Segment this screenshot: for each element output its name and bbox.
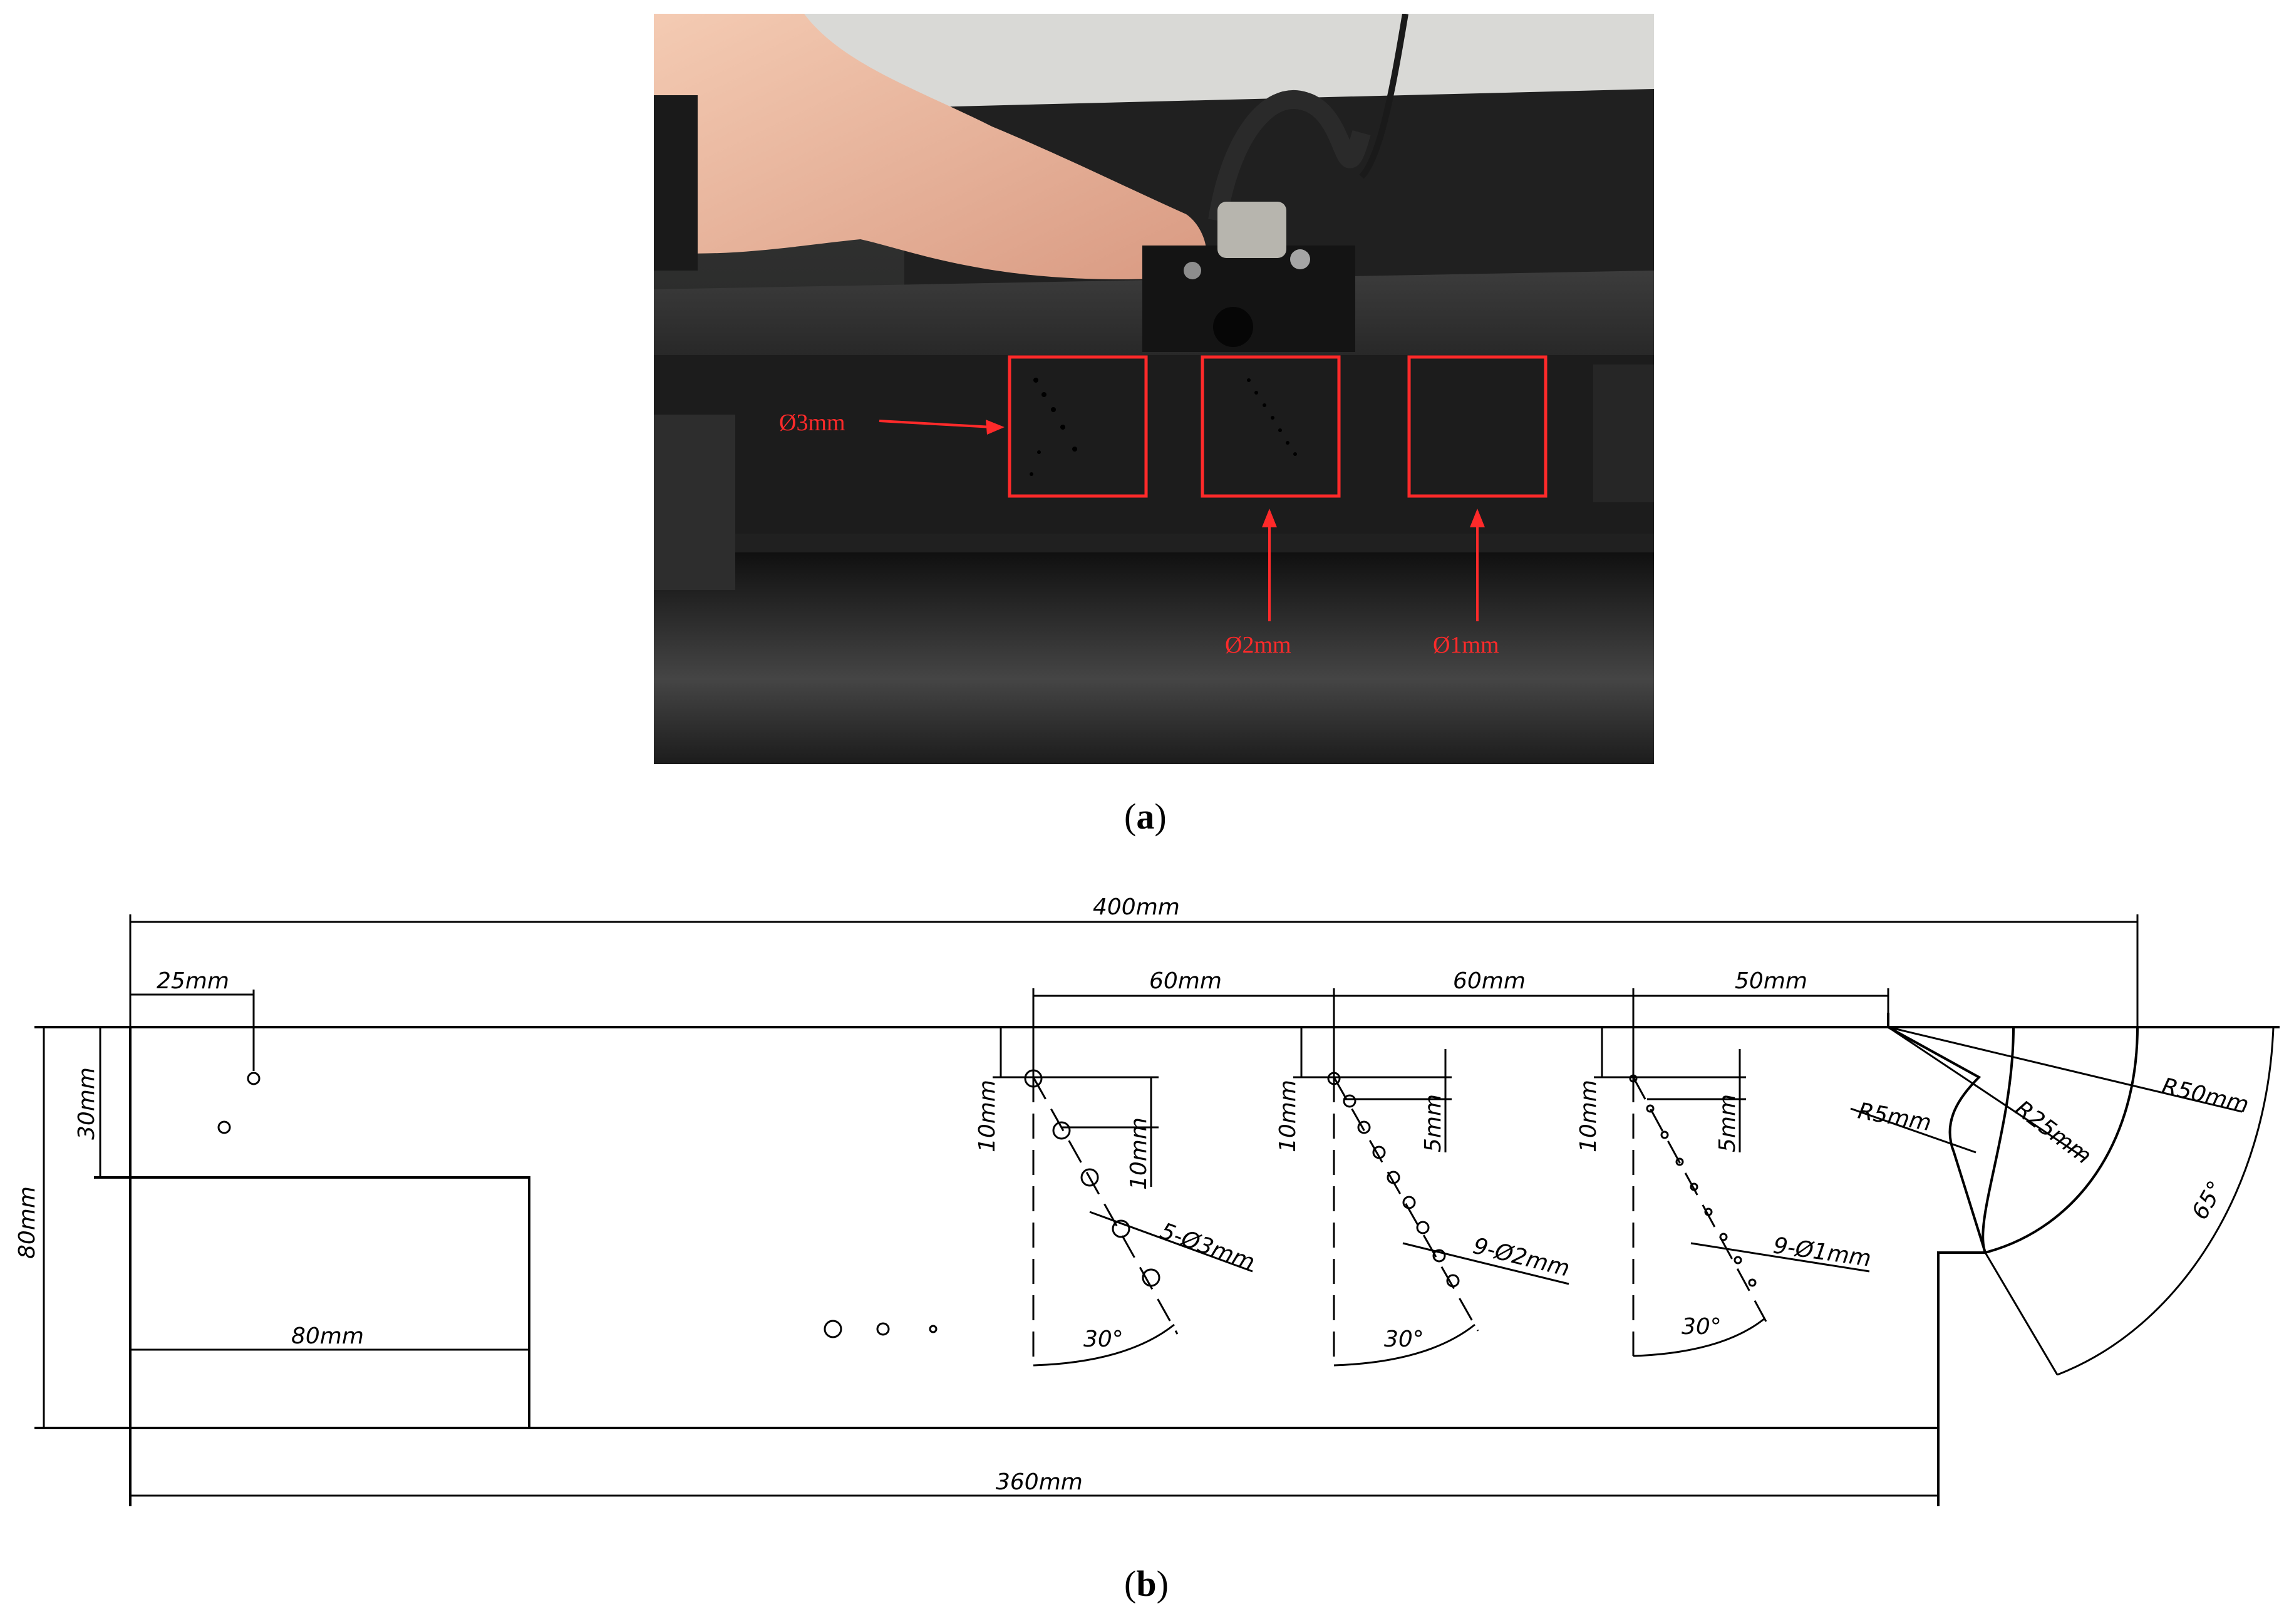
dim-spacing-3: 50mm [1735,968,1807,994]
dim-depth-a: 10mm [974,1080,1000,1152]
caption-b-letter: b [1136,1563,1157,1604]
dimension-lines [43,914,2275,1506]
sensor-cable [1208,90,1371,222]
dim-spacing-1: 60mm [1149,968,1222,994]
dim-spacing-2: 60mm [1453,968,1526,994]
hole-left-2 [217,1120,231,1134]
dim-pitch-a: 10mm [1126,1117,1152,1190]
dim-pitch-b: 5mm [1420,1094,1446,1152]
left-fixture [654,415,735,590]
watch-strap [654,95,698,271]
dim-holes-c: 9-Ø1mm [1772,1233,1873,1271]
photo-svg: Ø3mm Ø2mm Ø1mm [654,14,1654,764]
holder-hole [1213,307,1253,347]
label-2mm: Ø2mm [1225,632,1291,658]
dim-angle-a: 30° [1083,1327,1124,1352]
drawn-holes [217,1069,1757,1338]
hole-sample-2 [876,1322,890,1336]
hole-sample-3 [824,1320,842,1338]
caption-a: (a) [1124,796,1167,837]
dim-angle-b: 30° [1384,1327,1424,1352]
hole-group-b [1327,1072,1460,1288]
background-cable [1359,14,1408,179]
annotation-boxes [1008,355,1548,498]
hole-group-a [1024,1069,1160,1287]
hole-dots [1030,378,1297,476]
dim-arc-angle: 65° [2187,1177,2229,1224]
dim-left-offset: 25mm [157,968,229,994]
wet-floor [654,552,1654,764]
dim-holes-a: 5-Ø3mm [1157,1218,1258,1276]
dim-r5: R5mm [1856,1098,1933,1136]
box-1mm [1407,355,1548,498]
dim-height: 80mm [14,1186,40,1259]
holder-screw-left [1184,262,1201,279]
hole-left-1 [247,1072,261,1085]
annotation-arrows [879,420,1485,621]
label-3mm: Ø3mm [779,410,845,436]
dim-depth-c: 10mm [1576,1080,1601,1152]
dim-step-width: 80mm [291,1323,364,1349]
right-fixture [1593,365,1654,502]
dim-depth-b: 10mm [1275,1080,1301,1152]
block-outline [34,1013,2280,1506]
hole-group-c [1629,1074,1757,1287]
dim-r25: R25mm [2010,1095,2096,1169]
dim-holes-b: 9-Ø2mm [1470,1233,1573,1282]
box-3mm [1008,355,1148,498]
box-2mm [1201,355,1341,498]
hand [654,14,1207,280]
holder-screw-right [1290,249,1310,269]
caption-a-letter: a [1136,796,1155,837]
block-front-face [654,355,1654,534]
label-1mm: Ø1mm [1433,632,1499,658]
dim-left-depth: 30mm [74,1067,100,1140]
dim-angle-c: 30° [1682,1314,1722,1340]
dim-r50: R50mm [2159,1073,2251,1119]
dim-overall-length: 400mm [1093,894,1180,920]
connector-nut [1217,202,1286,258]
dim-bottom-length: 360mm [996,1469,1083,1495]
caption-b: (b) [1124,1563,1169,1604]
photo-test-block: Ø3mm Ø2mm Ø1mm [654,14,1654,764]
hole-sample-1 [929,1325,938,1333]
dim-pitch-c: 5mm [1715,1094,1740,1152]
